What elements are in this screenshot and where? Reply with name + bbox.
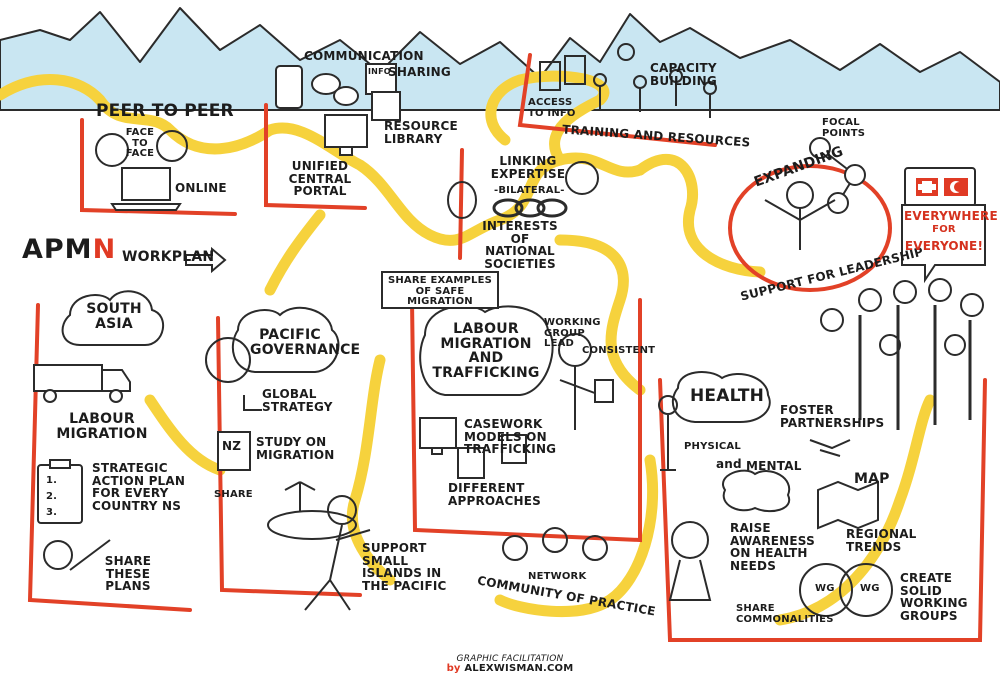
- linking-title: LINKING EXPERTISE: [490, 154, 566, 181]
- health-title: HEALTH: [690, 386, 765, 406]
- physical-label: PHYSICAL: [684, 441, 741, 452]
- handshake-icon: [809, 439, 851, 457]
- credit-site-text: ALEXWISMAN.COM: [464, 663, 574, 675]
- face-to-face: FACE to FACE: [125, 127, 155, 159]
- labour-trafficking-title: LABOUR MIGRATION and TRAFFICKING: [432, 321, 540, 382]
- woman-speaking-icon: [668, 521, 712, 601]
- sharing-label: SHARING: [388, 65, 451, 79]
- everywhere-line1: EVERYWHERE: [904, 209, 998, 223]
- map-icon: [817, 480, 879, 530]
- person-pointing-icon: [43, 539, 111, 571]
- list-1: 1.: [46, 475, 58, 486]
- study-migration-label: STUDY ON MIGRATION: [256, 435, 335, 462]
- south-asia-bubble: [61, 290, 165, 346]
- people-group-icon: [539, 43, 717, 118]
- nz-label: NZ: [222, 439, 242, 453]
- interests-label: INTERESTS of NATIONAL SOCIETIES: [482, 219, 558, 271]
- bilateral-label: -BILATERAL-: [494, 185, 565, 196]
- raise-awareness-label: RAISE AWARENESS ON HEALTH NEEDS: [730, 521, 815, 573]
- pacific-title: PACIFIC GOVERNANCE: [250, 327, 361, 358]
- section-frames: [27, 53, 987, 642]
- globe-icon: [205, 337, 262, 411]
- red-cross-crescent-icon: [904, 167, 976, 207]
- consistent-label: CONSISTENT: [582, 345, 656, 356]
- share-examples-label: SHARE EXAMPLES OF SAFE MIGRATION: [387, 275, 493, 307]
- strategic-plan-label: STRATEGIC ACTION PLAN FOR EVERY COUNTRY …: [92, 461, 186, 513]
- credit-site: by ALEXWISMAN.COM: [440, 664, 580, 675]
- create-groups-label: CREATE SOLID WORKING GROUPS: [900, 571, 968, 623]
- crowd-icon: [820, 278, 984, 430]
- credit: GRAPHIC FACILITATION by ALEXWISMAN.COM: [440, 654, 580, 675]
- south-asia-title: SOUTH ASIA: [86, 301, 142, 332]
- clipboard-icon: [37, 459, 83, 524]
- support-islands-label: SUPPORT SMALL ISLANDS IN THE PACIFIC: [362, 541, 447, 593]
- and-label: and: [716, 457, 742, 471]
- access-label: ACCESS TO INFO: [528, 97, 576, 119]
- approaches-label: DIFFERENT APPROACHES: [448, 481, 541, 508]
- resource-label: RESOURCE LIBRARY: [384, 119, 458, 146]
- online-label: ONLINE: [175, 181, 227, 195]
- share-plans-label: SHARE THESE PLANS: [104, 554, 152, 594]
- casework-label: CASEWORK MODELS ON TRAFFICKING: [464, 417, 557, 457]
- person-face-icon: [95, 130, 188, 167]
- venn-diagram-icon: [799, 563, 893, 617]
- focal-points: FOCAL POINTS: [822, 117, 866, 139]
- foster-partnerships-label: FOSTER PARTNERSHIPS: [780, 403, 885, 430]
- presenter-figure-icon: [558, 333, 614, 430]
- person-face-icon: [447, 161, 599, 219]
- document-icon: [217, 431, 251, 471]
- everywhere-line3: EVERYONE!: [904, 239, 984, 253]
- expanding-circle: [728, 164, 892, 292]
- title-prefix: APM: [22, 234, 93, 265]
- everywhere-line2: FOR: [932, 224, 956, 235]
- mental-label: MENTAL: [746, 459, 802, 473]
- info-label: INFO: [368, 67, 391, 76]
- brain-icon: [722, 469, 791, 513]
- wg-left-label: WG: [815, 583, 835, 594]
- title-suffix: N: [92, 234, 117, 265]
- chain-icon: [492, 198, 568, 218]
- pacific-bubble: [231, 306, 340, 373]
- island-icon: [267, 481, 357, 540]
- workplan-label: WORKPLAN: [122, 249, 215, 265]
- person-running-icon: [304, 495, 371, 611]
- monitor-icon: [419, 417, 527, 479]
- arrow-icon: [185, 246, 227, 274]
- labour-migration-label: LABOUR MIGRATION: [56, 411, 148, 442]
- truck-icon: [33, 364, 131, 403]
- list-3: 3.: [46, 507, 58, 518]
- capacity-title: CAPACITY BUILDING: [650, 61, 717, 88]
- communication-title: COMMUNICATION: [304, 49, 424, 63]
- laptop-icon: [110, 167, 182, 211]
- share-commonalities-label: SHARE COMMONALITIES: [736, 603, 834, 625]
- peer-title: PEER to PEER: [96, 101, 234, 121]
- network-people-icon: [502, 527, 608, 561]
- wg-right-label: WG: [860, 583, 880, 594]
- share-examples-banner: [381, 271, 499, 309]
- credit-by: by: [446, 663, 461, 675]
- focal-nodes: [809, 137, 866, 214]
- network-label: NETWORK: [528, 571, 587, 582]
- mountain-range: [0, 7, 1000, 111]
- workplan-title: APMN: [22, 234, 117, 265]
- map-label: MAP: [854, 471, 890, 487]
- pacific-share-label: SHARE: [214, 489, 253, 500]
- list-2: 2.: [46, 491, 58, 502]
- portal-label: UNIFIED CENTRAL PORTAL: [288, 159, 352, 199]
- devices-icon: [275, 63, 401, 156]
- leader-figure-icon: [764, 181, 836, 250]
- person-standing-icon: [658, 395, 678, 471]
- global-strategy-label: GLOBAL STRATEGY: [262, 387, 333, 414]
- journey-path: [0, 70, 936, 626]
- working-group-label: WORKING GROUP LEAD: [544, 317, 601, 349]
- regional-trends-label: REGIONAL TRENDS: [846, 527, 917, 554]
- credit-line1: GRAPHIC FACILITATION: [456, 654, 564, 664]
- everywhere-bubble: [901, 204, 986, 284]
- health-bubble: [671, 371, 771, 423]
